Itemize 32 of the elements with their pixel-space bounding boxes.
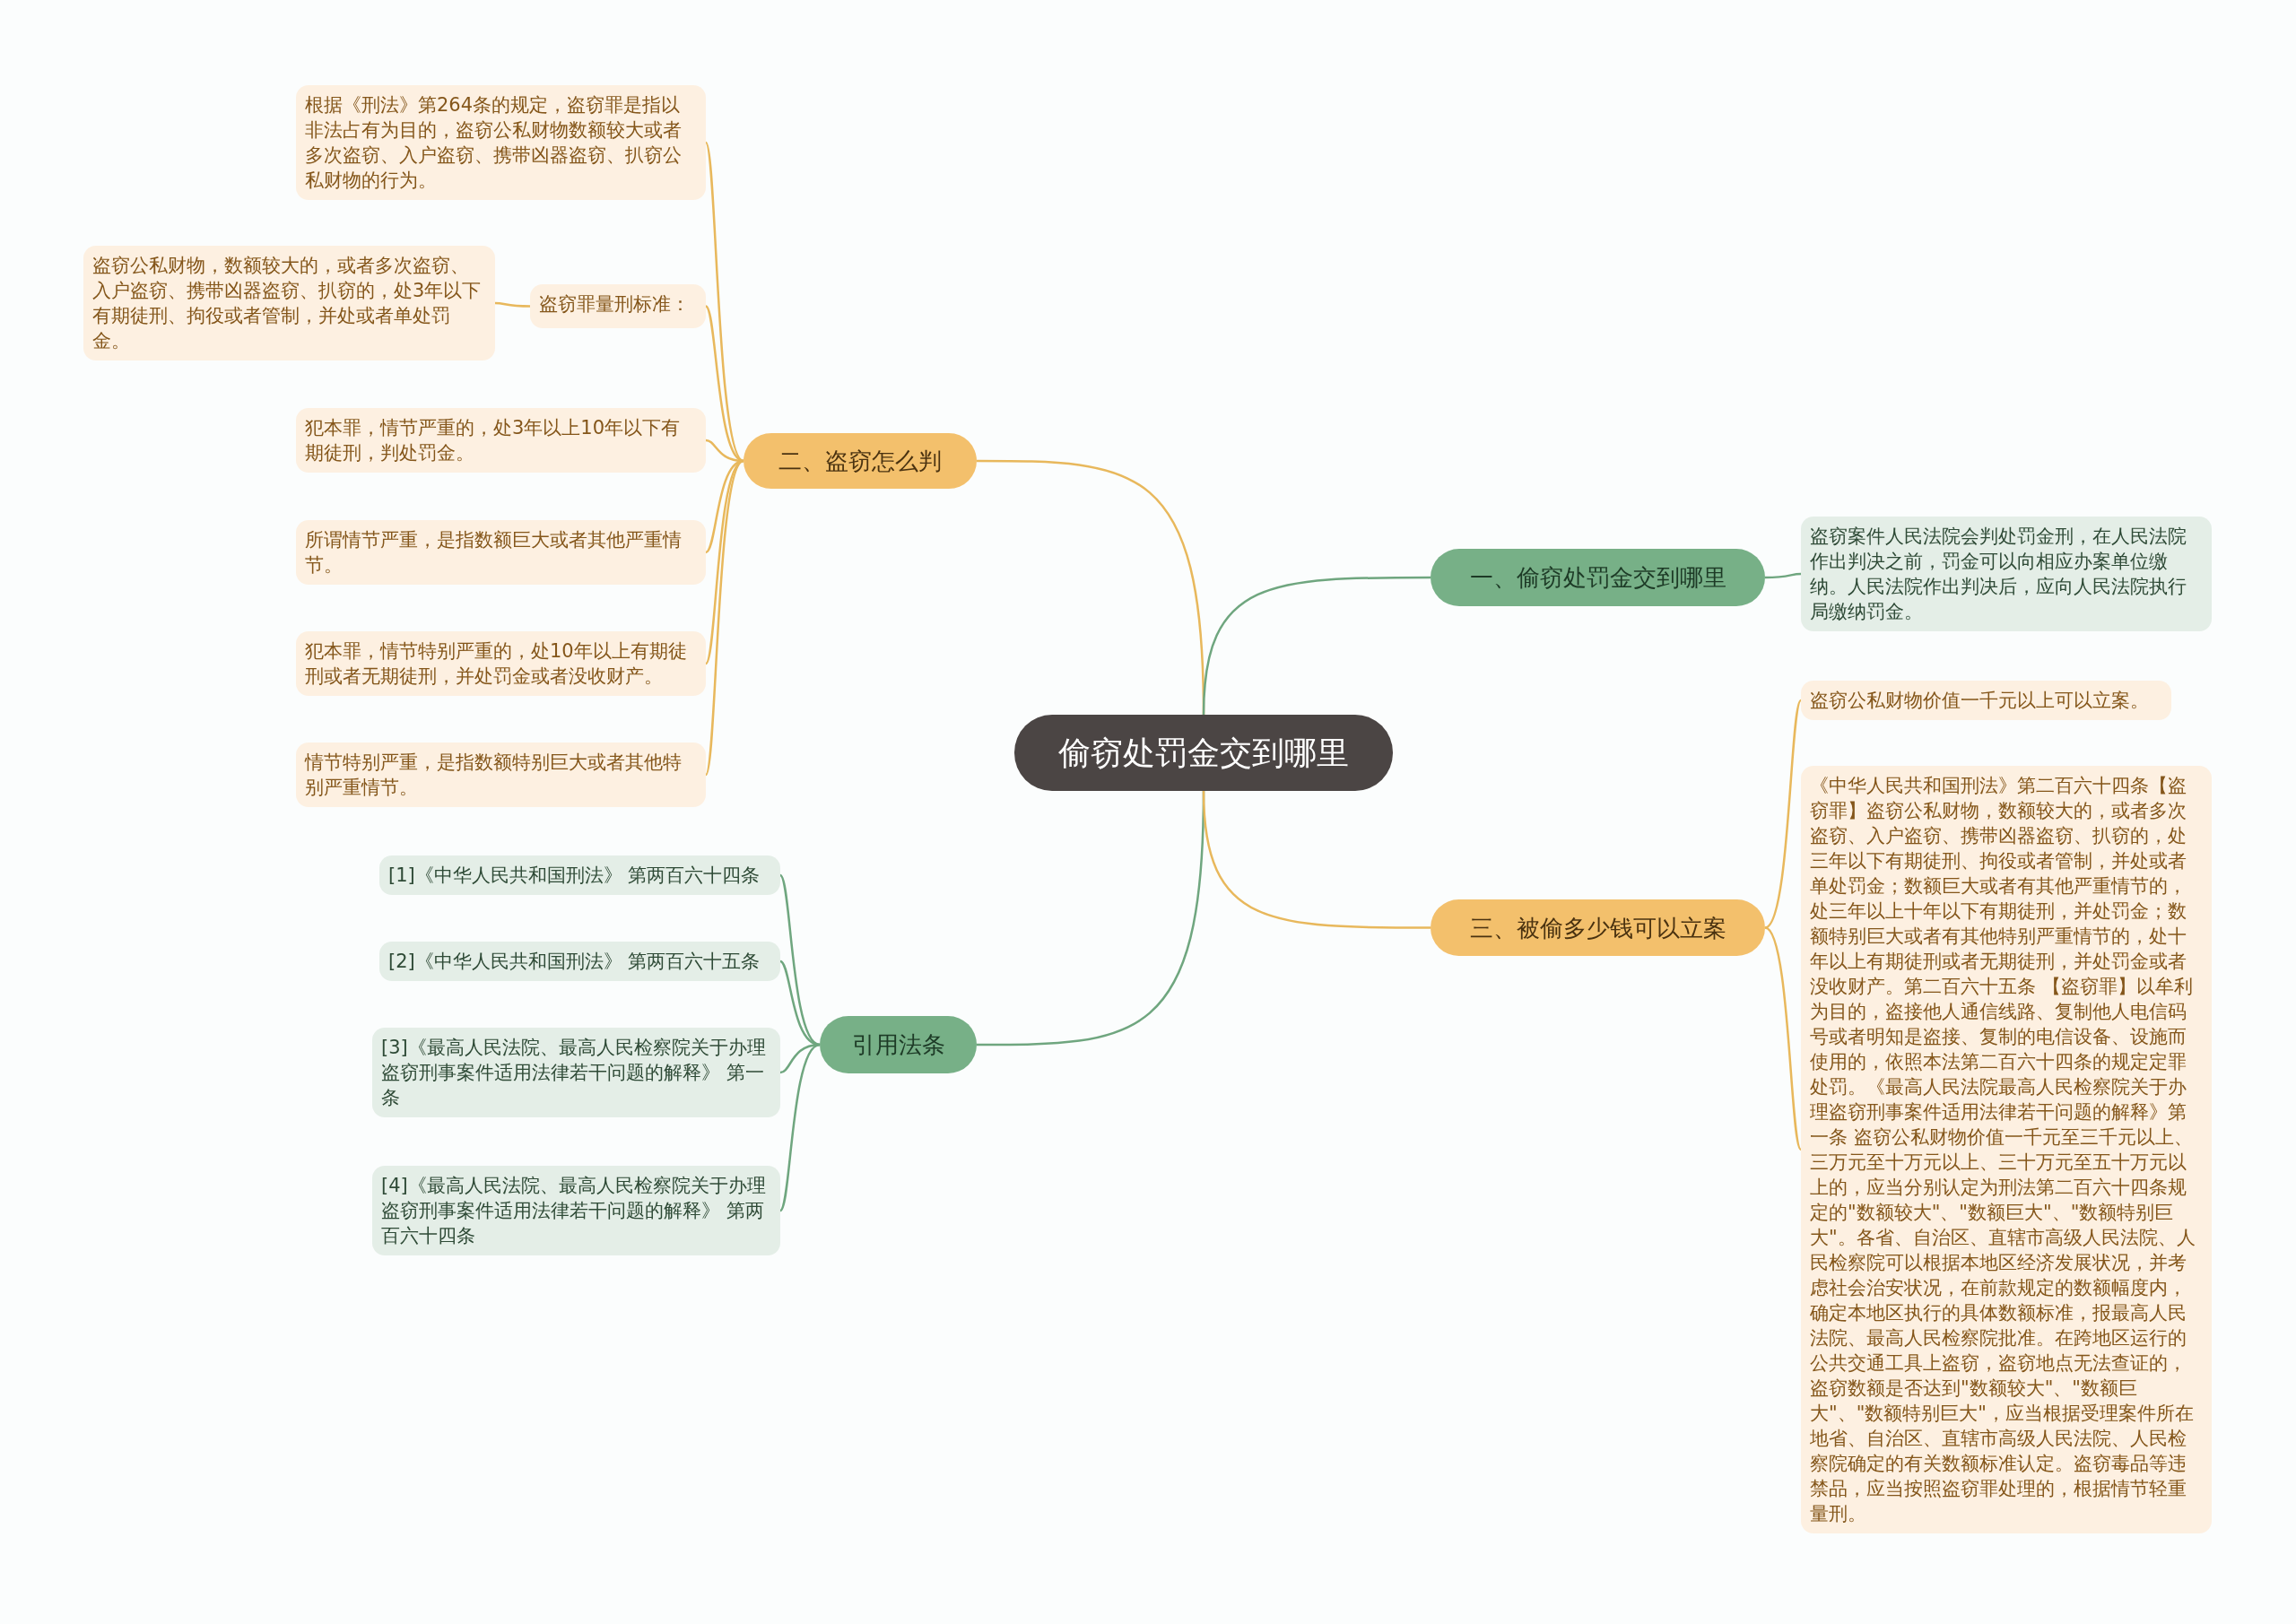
branch-topic: 三、被偷多少钱可以立案: [1431, 899, 1765, 956]
subtopic-box: 盗窃罪量刑标准：: [530, 284, 706, 328]
connector-line: [705, 305, 744, 463]
note-box: 盗窃公私财物，数额较大的，或者多次盗窃、入户盗窃、携带凶器盗窃、扒窃的，处3年以下有期徒刑、拘役或者管制，并处或者单处罚金。: [83, 246, 495, 360]
connector-line: [704, 142, 744, 462]
note-box: 根据《刑法》第264条的规定，盗窃罪是指以非法占有为目的，盗窃公私财物数额较大或者多次盗窃、入户盗窃、携带凶器盗窃、扒窃公私财物的行为。: [296, 85, 706, 200]
note-box: 犯本罪，情节特别严重的，处10年以上有期徒刑或者无期徒刑，并处罚金或者没收财产。: [296, 631, 706, 696]
connector-line: [779, 960, 821, 1046]
connector-line: [779, 1043, 821, 1211]
branch-topic: 二、盗窃怎么判: [744, 433, 977, 489]
connector-line: [1202, 576, 1431, 716]
reference-box: [2]《中华人民共和国刑法》 第两百六十五条: [379, 942, 780, 981]
connector-line: [704, 460, 744, 776]
note-box: 情节特别严重，是指数额特别巨大或者其他特别严重情节。: [296, 743, 706, 807]
reference-box: [3]《最高人民法院、最高人民检察院关于办理盗窃刑事案件适用法律若干问题的解释》 第一条: [372, 1028, 780, 1117]
connector-line: [1202, 790, 1431, 929]
note-box: 犯本罪，情节严重的，处3年以上10年以下有期徒刑，判处罚金。: [296, 408, 706, 473]
connector-line: [1764, 926, 1803, 1151]
branch-topic: 一、偷窃处罚金交到哪里: [1431, 549, 1765, 606]
connector-line: [494, 301, 530, 308]
note-box: 盗窃公私财物价值一千元以上可以立案。: [1801, 681, 2171, 720]
note-box: 盗窃案件人民法院会判处罚金刑，在人民法院作出判决之前，罚金可以向相应办案单位缴纳。人民法院作出判决后，应向人民法院执行局缴纳罚金。: [1801, 517, 2212, 631]
connector-line: [1764, 699, 1803, 929]
connector-line: [1765, 572, 1802, 579]
reference-box: [4]《最高人民法院、最高人民检察院关于办理盗窃刑事案件适用法律若干问题的解释》 第两百六十四条: [372, 1166, 780, 1255]
note-box: 《中华人民共和国刑法》第二百六十四条【盗窃罪】盗窃公私财物，数额较大的，或者多次盗窃、入户盗窃、携带凶器盗窃、扒窃的，处三年以下有期徒刑、拘役或者管制，并处或者单处罚金；数额巨大或者有其他严重情节的，处三年以上十年以下有期徒刑，并处罚金；数额特别巨大或者有其他特别严重情节的，处十年以上有期徒刑或者无期徒刑，并处罚金或者没收财产。第二百六十五条 【盗窃罪】以牟利为目的，盗接他人通信线路、复制他人电信码号或者明知是盗接、复制的电信设备、设施而使用的，依照本法第二百六十四条的规定定罪处罚。《最高人民法院最高人民检察院关于办理盗窃刑事案件适用法律若干问题的解释》第一条 盗窃公私财物价值一千元至三千元以上、三万元至十万元以上、三十万元至五十万元以上的，应当分别认定为刑法第二百六十四条规定的"数额较大"、"数额巨大"、"数额特别巨大"。各省、自治区、直辖市高级人民法院、人民检察院可以根据本地区经济发展状况，并考虑社会治安状况，在前款规定的数额幅度内，确定本地区执行的具体数额标准，报最高人民法院、最高人民检察院批准。在跨地区运行的公共交通工具上盗窃，盗窃地点无法查证的，盗窃数额是否达到"数额较大"、"数额巨大"、"数额特别巨大"，应当根据受理案件所在地省、自治区、直辖市高级人民法院、人民检察院确定的有关数额标准认定。盗窃毒品等违禁品，应当按照盗窃罪处理的，根据情节轻重量刑。: [1801, 766, 2212, 1533]
note-box: 所谓情节严重，是指数额巨大或者其他严重情节。: [296, 520, 706, 585]
connector-line: [779, 874, 821, 1046]
connector-line: [704, 459, 744, 664]
central-topic: 偷窃处罚金交到哪里: [1014, 715, 1393, 791]
reference-box: [1]《中华人民共和国刑法》 第两百六十四条: [379, 855, 780, 895]
branch-topic: 引用法条: [820, 1016, 977, 1073]
